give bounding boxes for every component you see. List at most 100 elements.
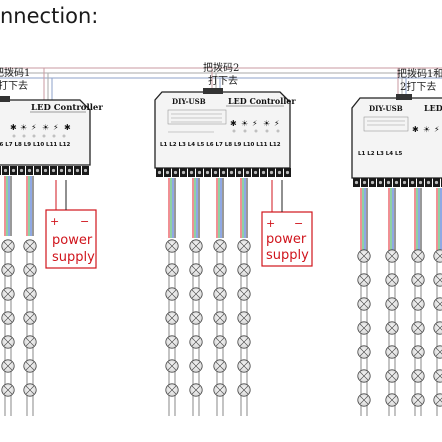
terminal-screw [27, 168, 32, 173]
terminal-screw [370, 180, 375, 185]
bulb [433, 393, 442, 407]
terminal-screw [229, 170, 234, 175]
dip-note-3-line1: 把拨码1和 [397, 67, 442, 80]
bulb [189, 311, 203, 325]
wires-c1 [4, 176, 34, 236]
bulb [1, 287, 15, 301]
controller-3-title: LED [424, 103, 442, 113]
snowflake-icon: ✱ [64, 123, 71, 132]
power-supply-2-line1: power [266, 232, 307, 247]
terminal-screw [386, 180, 391, 185]
sun-icon: ☀ [423, 125, 430, 134]
controller-2-title: LED Controller [228, 96, 296, 106]
bulb [411, 393, 425, 407]
bulb [23, 287, 37, 301]
dip-note-1-line1: 把拨码1 [0, 66, 30, 79]
bulb [165, 263, 179, 277]
terminal-screw [11, 168, 16, 173]
terminal-screw [197, 170, 202, 175]
terminal-block [0, 166, 1, 175]
bulb [189, 335, 203, 349]
controller-1-icons: ✱ ☀ ⚡ ☀ ⚡ ✱ [10, 123, 71, 132]
controller-1-terminals [0, 166, 89, 175]
controller-2-diy-label: DIY-USB [172, 97, 206, 106]
bulb [1, 311, 15, 325]
power-supply-1-line2: supply [52, 250, 95, 265]
flash-icon: ⚡ [434, 125, 440, 134]
section-heading: nnection: [0, 4, 99, 28]
bulb [385, 249, 399, 263]
terminal-screw [51, 168, 56, 173]
bulb [433, 345, 442, 359]
bulb [357, 321, 371, 335]
dip-note-2-line1: 把拨码2 [203, 61, 239, 74]
bulb [237, 287, 251, 301]
terminal-screw [83, 168, 88, 173]
terminal-screw [378, 180, 383, 185]
controller-1-channel-row: L6 L7 L8 L9 L10 L11 L12 [0, 142, 70, 148]
terminal-screw [173, 170, 178, 175]
dip-note-3-line2: 2打下去 [400, 80, 436, 93]
power-supply-1-minus: − [80, 215, 89, 228]
bus-lines [0, 67, 442, 102]
wires-c3 [360, 188, 442, 250]
dip-note-2-line2: 打下去 [208, 74, 238, 87]
flash-icon: ⚡ [252, 119, 258, 128]
flash-icon: ⚡ [31, 123, 37, 132]
bulb [213, 383, 227, 397]
controller-1: LED Controller ✱ ☀ ⚡ ☀ ⚡ ✱ L6 L7 L8 L9 L… [0, 96, 103, 175]
dip-note-2: 把拨码2 打下去 [203, 61, 239, 87]
bulb [357, 249, 371, 263]
bulb [23, 383, 37, 397]
bulb [237, 359, 251, 373]
dip-note-1: 把拨码1 打下去 [0, 66, 30, 92]
bulb [189, 287, 203, 301]
bulb [357, 297, 371, 311]
controller-1-leds [12, 134, 66, 138]
bulb [1, 239, 15, 253]
bulb [433, 369, 442, 383]
power-supply-1-box [45, 209, 97, 269]
bulb [433, 321, 442, 335]
terminal-screw [213, 170, 218, 175]
controller-3-dip-switch [396, 94, 412, 100]
bulb [1, 335, 15, 349]
bulb [1, 359, 15, 373]
bulb [213, 287, 227, 301]
terminal-screw [354, 180, 359, 185]
terminal-screw [35, 168, 40, 173]
bulb [23, 311, 37, 325]
bulb [237, 263, 251, 277]
controller-2-dip-switch [203, 88, 223, 94]
bulb [189, 359, 203, 373]
terminal-screw [434, 180, 439, 185]
power-supply-2-plus: + [266, 217, 275, 230]
terminal-screw [59, 168, 64, 173]
sun-icon: ☀ [263, 119, 270, 128]
power-supply-1-line1: power [52, 233, 93, 248]
terminal-screw [277, 170, 282, 175]
bulb [213, 311, 227, 325]
bulb [1, 263, 15, 277]
sun-icon: ☀ [241, 119, 248, 128]
controller-1-title: LED Controller [31, 103, 103, 113]
bulb [23, 239, 37, 253]
bulb [189, 383, 203, 397]
bulb [357, 369, 371, 383]
wires-c2 [168, 178, 248, 238]
terminal-screw [253, 170, 258, 175]
bulb [237, 311, 251, 325]
bulb-strings [1, 239, 442, 416]
terminal-screw [181, 170, 186, 175]
terminal-screw [237, 170, 242, 175]
power-supply-2-line2: supply [266, 248, 309, 263]
terminal-screw [43, 168, 48, 173]
controller-3-diy-label: DIY-USB [369, 104, 403, 113]
terminal-screw [426, 180, 431, 185]
bulb [213, 359, 227, 373]
bulb [411, 369, 425, 383]
bulb [433, 249, 442, 263]
bulb [385, 297, 399, 311]
bulb [357, 345, 371, 359]
bulb [385, 273, 399, 287]
